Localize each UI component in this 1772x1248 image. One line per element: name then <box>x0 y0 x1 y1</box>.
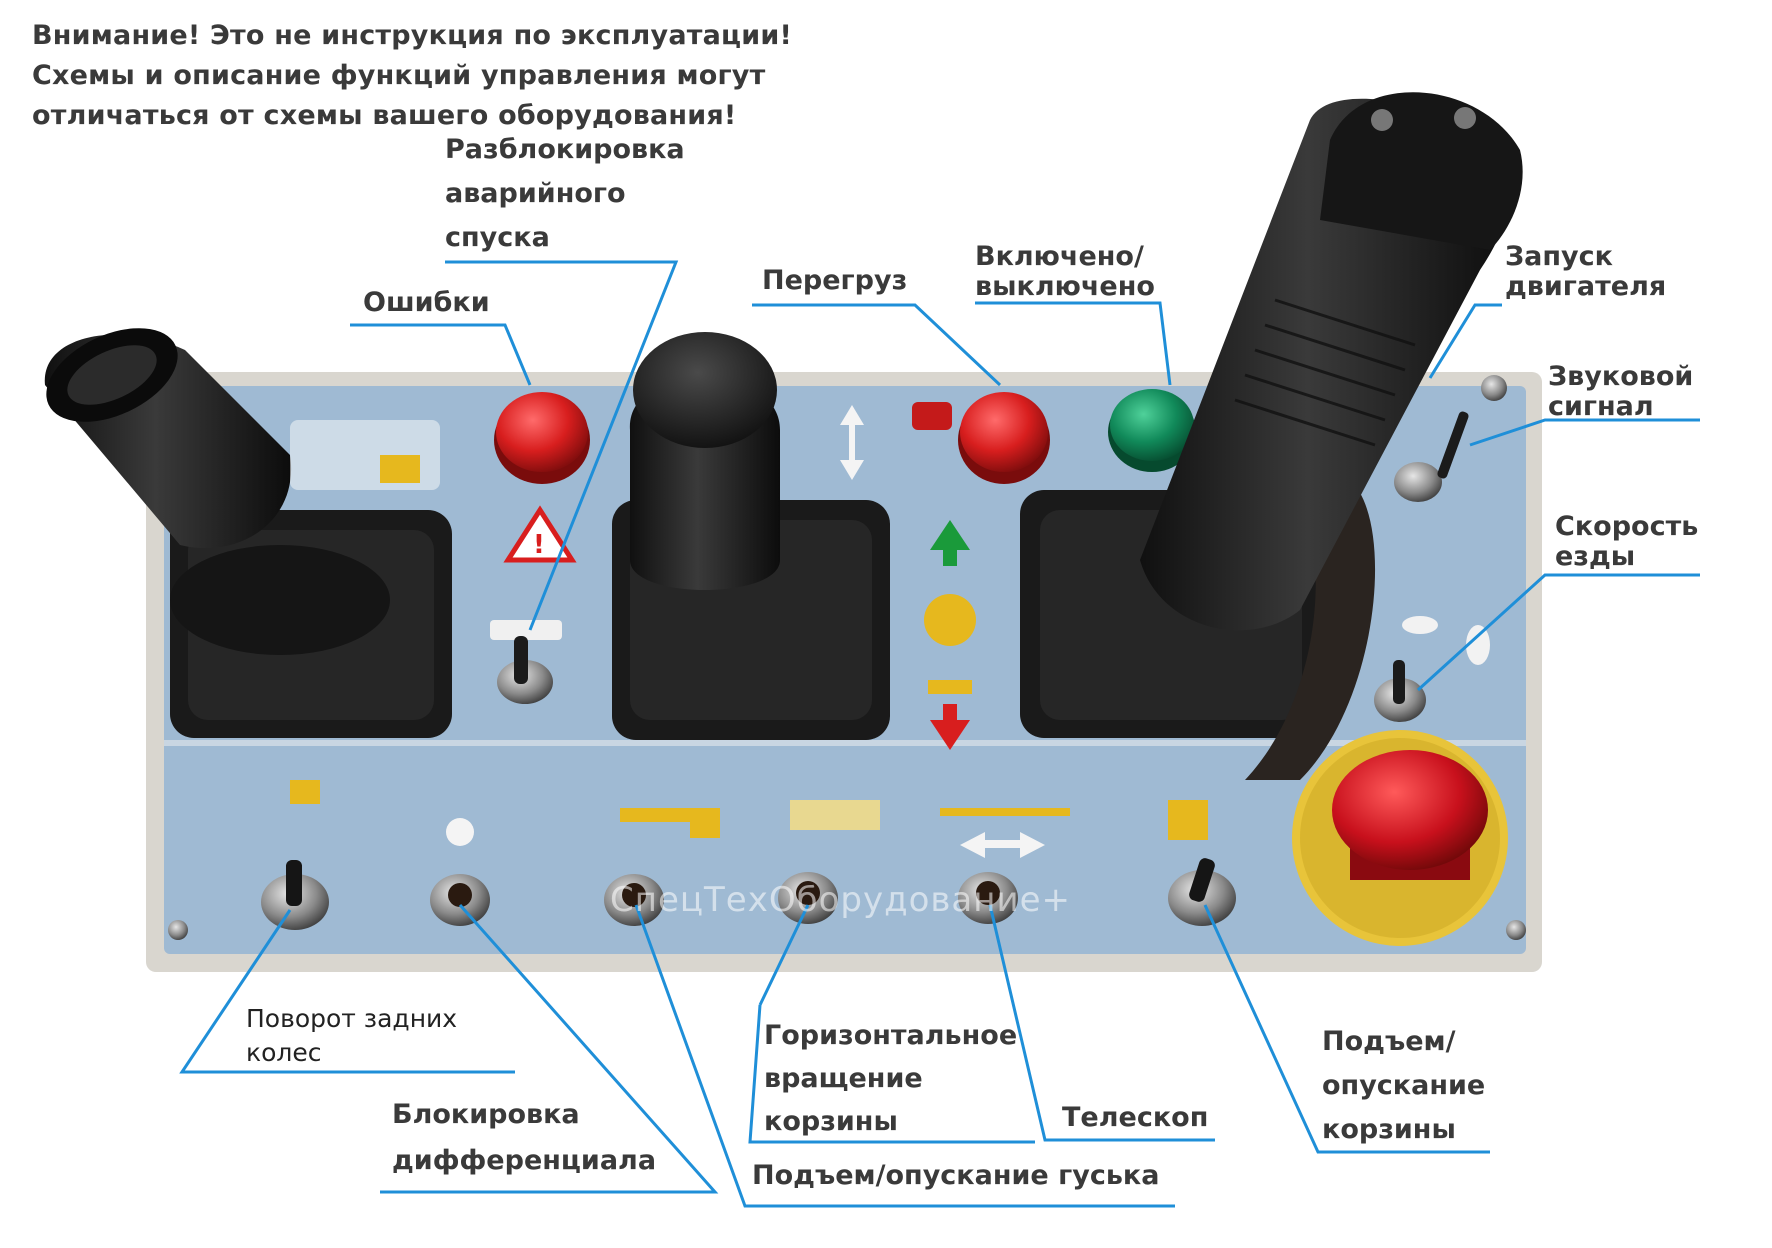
drive-direction-icon <box>924 520 976 750</box>
leader-emergency <box>445 260 679 631</box>
watermark: СпецТехОборудование+ <box>610 880 1071 920</box>
jib-lift-switch <box>604 874 664 926</box>
svg-text:!: ! <box>533 530 545 560</box>
error-lamp <box>494 392 590 484</box>
warning-line-2: Схемы и описание функций управления могу… <box>32 60 766 91</box>
leader-speed <box>1416 573 1700 692</box>
warning-note: Внимание! Это не инструкция по эксплуата… <box>32 16 812 136</box>
diff-lock-switch <box>430 874 490 926</box>
label-engine-start: Запуск двигателя <box>1505 241 1667 302</box>
screw-icons <box>168 920 1526 940</box>
panel-divider <box>164 740 1526 746</box>
horn-switch[interactable] <box>1394 375 1507 502</box>
emergency-unlock-switch[interactable] <box>490 620 562 704</box>
label-basket-lift: Подъем/ опускание корзины <box>1322 1026 1486 1145</box>
power-lamp <box>1108 389 1196 472</box>
leader-rotation <box>748 1004 1035 1144</box>
label-horn: Звуковой сигнал <box>1548 361 1694 422</box>
basket-lift-switch <box>1168 858 1236 926</box>
label-rear-wheel-turn: Поворот задних колес <box>246 1004 458 1067</box>
warning-triangle-icon: ! <box>503 505 577 563</box>
label-errors: Ошибки <box>363 287 490 318</box>
leader-errors <box>350 323 532 386</box>
warning-line-1: Внимание! Это не инструкция по эксплуата… <box>32 20 792 51</box>
boom-rotate-icon <box>290 420 440 490</box>
label-telescope: Телескоп <box>1062 1102 1209 1133</box>
label-jib-lift: Подъем/опускание гуська <box>752 1160 1160 1191</box>
leader-diff <box>380 904 719 1194</box>
drive-speed-switch[interactable] <box>1374 616 1490 722</box>
leader-jib <box>634 904 1175 1208</box>
center-joystick[interactable] <box>612 332 890 740</box>
leader-rotation-b <box>758 904 810 1006</box>
warning-line-3: отличаться от схемы вашего оборудования! <box>32 100 737 131</box>
leader-lines <box>179 260 1700 1208</box>
left-joystick[interactable] <box>32 309 452 738</box>
rear-wheel-switch <box>261 860 329 930</box>
leader-telescope <box>988 904 1215 1142</box>
label-diff-lock: Блокировка дифференциала <box>392 1099 657 1176</box>
label-drive-speed: Скорость езды <box>1555 511 1699 572</box>
emergency-stop-button[interactable] <box>1292 730 1508 946</box>
label-basket-rotation: Горизонтальное вращение корзины <box>764 1020 1018 1137</box>
bottom-toggles[interactable] <box>261 857 1236 930</box>
telescope-switch <box>958 872 1018 924</box>
right-joystick[interactable] <box>1020 92 1523 780</box>
label-overload: Перегруз <box>762 265 908 296</box>
leader-onoff <box>975 301 1172 386</box>
leader-overload <box>752 303 1002 387</box>
vertical-arrow-icon <box>840 405 864 480</box>
bottom-pictograms <box>290 780 1208 858</box>
label-on-off: Включено/ выключено <box>975 241 1155 302</box>
basket-rotation-switch <box>778 872 838 924</box>
overload-icon <box>912 402 952 430</box>
leader-horn <box>1469 418 1700 447</box>
leader-rear <box>179 909 515 1074</box>
leader-basket <box>1203 904 1490 1154</box>
overload-lamp <box>958 392 1050 484</box>
label-emergency-unlock: Разблокировка аварийного спуска <box>445 134 685 253</box>
leader-engine <box>1428 303 1502 379</box>
